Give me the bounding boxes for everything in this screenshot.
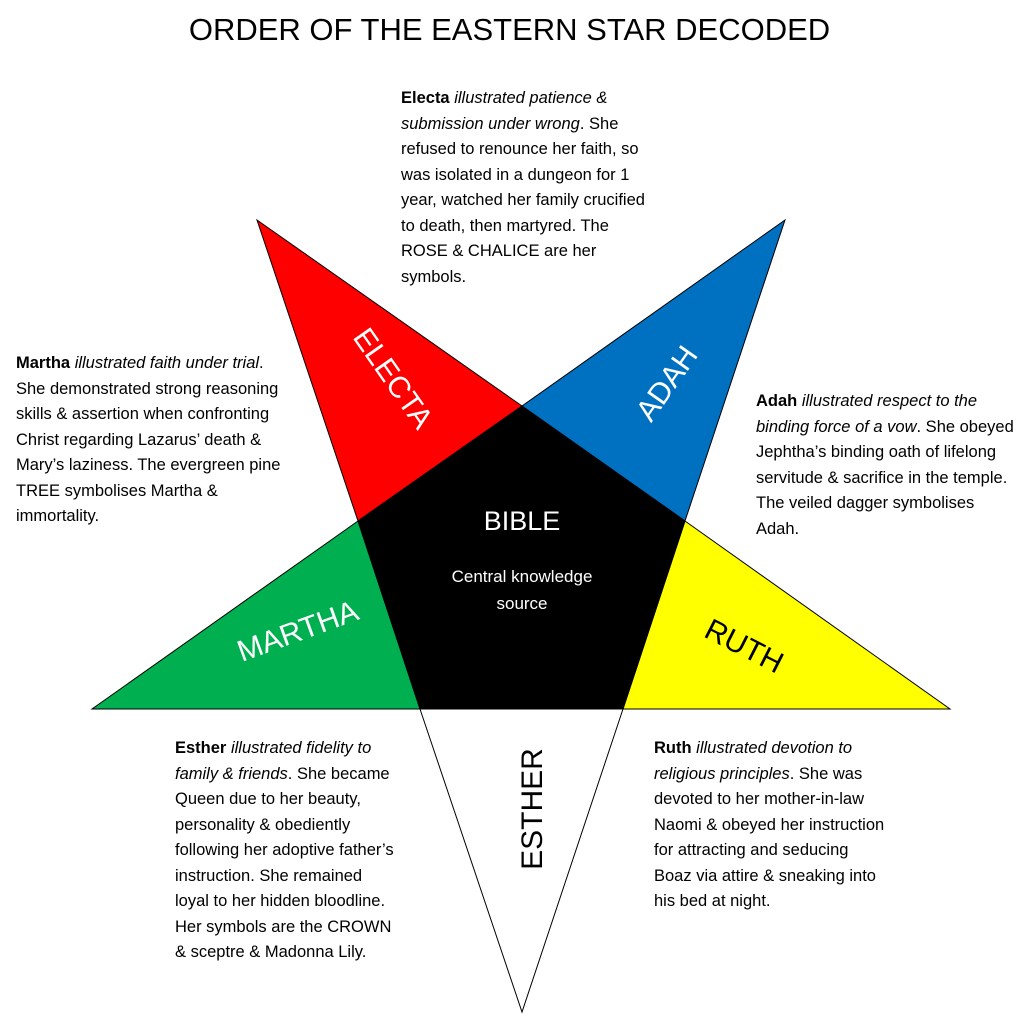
martha-name: Martha: [16, 354, 71, 372]
ruth-description: Ruth illustrated devotion to religious p…: [654, 736, 886, 915]
adah-description: Adah illustrated respect to the binding …: [756, 389, 1016, 542]
center-pentagon: [357, 405, 686, 710]
electa-description: Electa illustrated patience & submission…: [401, 86, 646, 290]
electa-text: . She refused to renounce her faith, so …: [401, 114, 645, 286]
center-title: BIBLE: [483, 506, 561, 536]
martha-virtue: illustrated faith under trial: [74, 354, 260, 372]
adah-text: . She obeyed Jephtha’s binding oath of l…: [756, 417, 1014, 538]
ruth-virtue: illustrated devotion to religious princi…: [654, 739, 853, 783]
adah-virtue: illustrated respect to the binding force…: [756, 392, 978, 436]
electa-virtue: illustrated patience & submission under …: [401, 89, 608, 133]
esther-description: Esther illustrated fidelity to family & …: [175, 736, 397, 966]
martha-description: Martha illustrated faith under trial. Sh…: [16, 351, 281, 530]
esther-name: Esther: [175, 739, 227, 757]
electa-name: Electa: [401, 89, 450, 107]
center-subtitle: Central knowledge source: [451, 567, 593, 613]
adah-name: Adah: [756, 392, 798, 410]
page-title: ORDER OF THE EASTERN STAR DECODED: [188, 12, 831, 47]
esther-label: ESTHER: [515, 748, 549, 870]
esther-text: . She became Queen due to her beauty, pe…: [175, 764, 394, 962]
esther-virtue: illustrated fidelity to family & friends: [175, 739, 372, 783]
martha-text: . She demonstrated strong reasoning skil…: [16, 354, 281, 525]
ruth-name: Ruth: [654, 739, 692, 757]
ruth-text: . She was devoted to her mother-in-law N…: [654, 764, 885, 911]
